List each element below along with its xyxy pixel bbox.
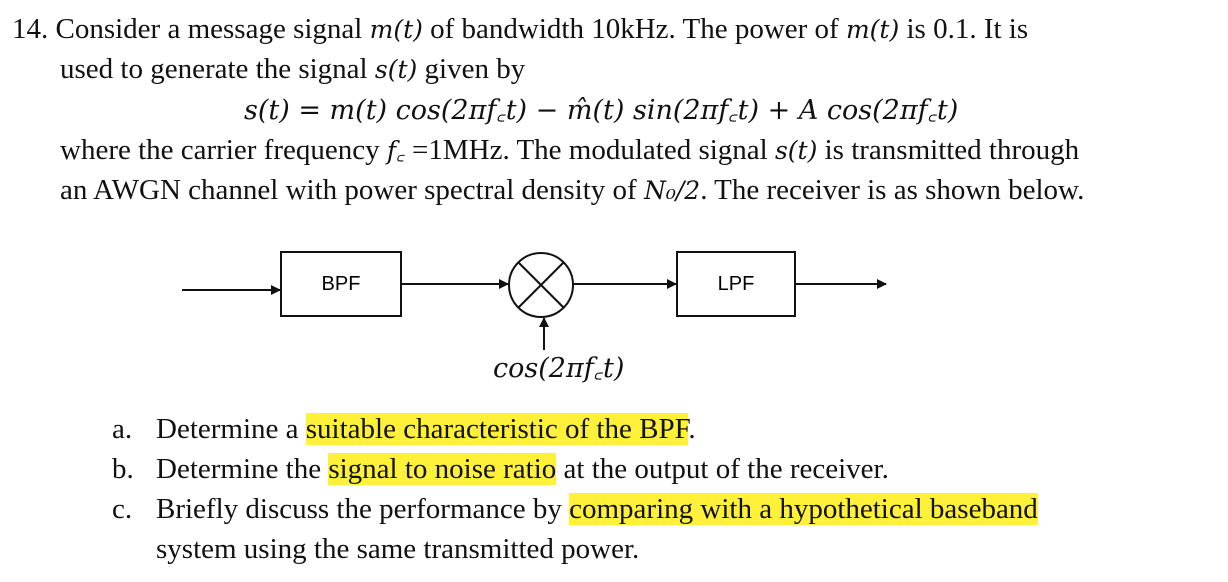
mixer-cross-b (518, 262, 564, 308)
math-m-of-t: m(t) (845, 15, 900, 44)
problem-line-4: where the carrier frequency f꜀ =1MHz. Th… (60, 134, 1080, 166)
math-m-of-t: m(t) (369, 15, 423, 44)
question-label: c. (112, 493, 133, 525)
math-psd: N₀/2 (643, 176, 701, 205)
highlighted-text: comparing with a hypothetical baseband (569, 493, 1038, 525)
problem-line-1: 14. Consider a message signal m(t) of ba… (12, 13, 1029, 45)
highlighted-text: signal to noise ratio (328, 453, 557, 485)
lpf-label: LPF (718, 273, 755, 295)
math-s-of-t: s(t) (774, 136, 818, 165)
mixer-input-label: cos(2πf꜀t) (493, 353, 625, 384)
bpf-block (280, 251, 402, 317)
question-c: c.Briefly discuss the performance by com… (112, 493, 1038, 525)
problem-number: 14. (12, 13, 49, 45)
signal-equation: s(t) = m(t) cos(2πf꜀t) − m̂(t) sin(2πf꜀t… (244, 95, 959, 126)
math-s-of-t: s(t) (374, 55, 418, 84)
question-label: b. (112, 453, 134, 485)
question-label: a. (112, 413, 133, 445)
problem-line-5: an AWGN channel with power spectral dens… (60, 174, 1085, 206)
highlighted-text: suitable characteristic of the BPF (305, 413, 689, 445)
question-a: a.Determine a suitable characteristic of… (112, 413, 696, 445)
bpf-label: BPF (322, 273, 361, 295)
question-b: b.Determine the signal to noise ratio at… (112, 453, 889, 485)
problem-line-2: used to generate the signal s(t) given b… (60, 53, 526, 85)
math-fc: f꜀ (386, 136, 405, 165)
question-c-continued: system using the same transmitted power. (156, 533, 640, 565)
